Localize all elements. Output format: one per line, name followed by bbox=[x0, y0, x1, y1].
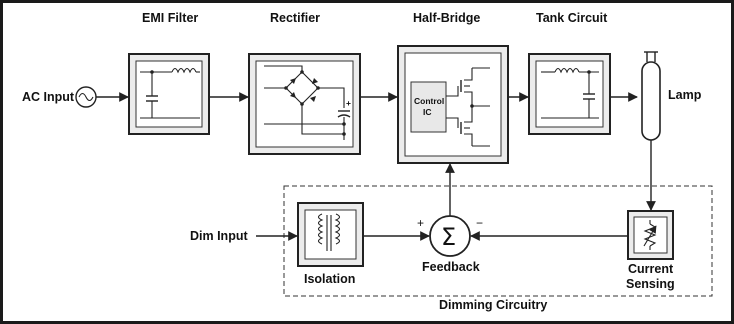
emi-filter-circuit-icon bbox=[140, 67, 200, 119]
mosfet-icon bbox=[446, 67, 490, 147]
dim-input-label: Dim Input bbox=[190, 229, 248, 243]
rectifier-title: Rectifier bbox=[270, 11, 320, 25]
plus-sign: + bbox=[417, 216, 424, 230]
emi-filter-block bbox=[128, 53, 210, 135]
control-ic-label-2: IC bbox=[423, 107, 432, 117]
ac-source-icon bbox=[75, 86, 97, 108]
control-ic-box bbox=[410, 81, 447, 133]
dimming-circuitry-region bbox=[283, 185, 713, 297]
half-bridge-block: Control IC bbox=[397, 45, 509, 164]
summing-junction-icon: Σ bbox=[429, 215, 471, 257]
emi-filter-title: EMI Filter bbox=[142, 11, 198, 25]
bridge-rectifier-icon: + bbox=[264, 65, 351, 140]
half-bridge-title: Half-Bridge bbox=[413, 11, 480, 25]
tank-circuit-title: Tank Circuit bbox=[536, 11, 608, 25]
lamp-label: Lamp bbox=[668, 88, 702, 102]
current-sensing-block bbox=[627, 210, 674, 260]
minus-sign: − bbox=[476, 216, 483, 230]
current-sensing-label-1: Current bbox=[628, 262, 674, 276]
tank-circuit-icon bbox=[541, 67, 599, 119]
tank-circuit-block bbox=[528, 53, 611, 135]
lamp-tube-icon bbox=[641, 51, 661, 150]
transformer-icon bbox=[317, 213, 341, 251]
dimming-circuitry-label: Dimming Circuitry bbox=[439, 298, 547, 312]
control-ic-label-1: Control bbox=[414, 96, 444, 106]
ac-input-label: AC Input bbox=[22, 90, 75, 104]
isolation-block bbox=[297, 202, 364, 267]
rectifier-block: + bbox=[248, 53, 361, 155]
cap-plus-sign: + bbox=[346, 98, 351, 108]
isolation-label: Isolation bbox=[304, 272, 355, 286]
resistor-icon bbox=[643, 220, 657, 250]
current-sensing-label-2: Sensing bbox=[626, 277, 675, 291]
feedback-label: Feedback bbox=[422, 260, 480, 274]
svg-text:Σ: Σ bbox=[441, 223, 456, 251]
